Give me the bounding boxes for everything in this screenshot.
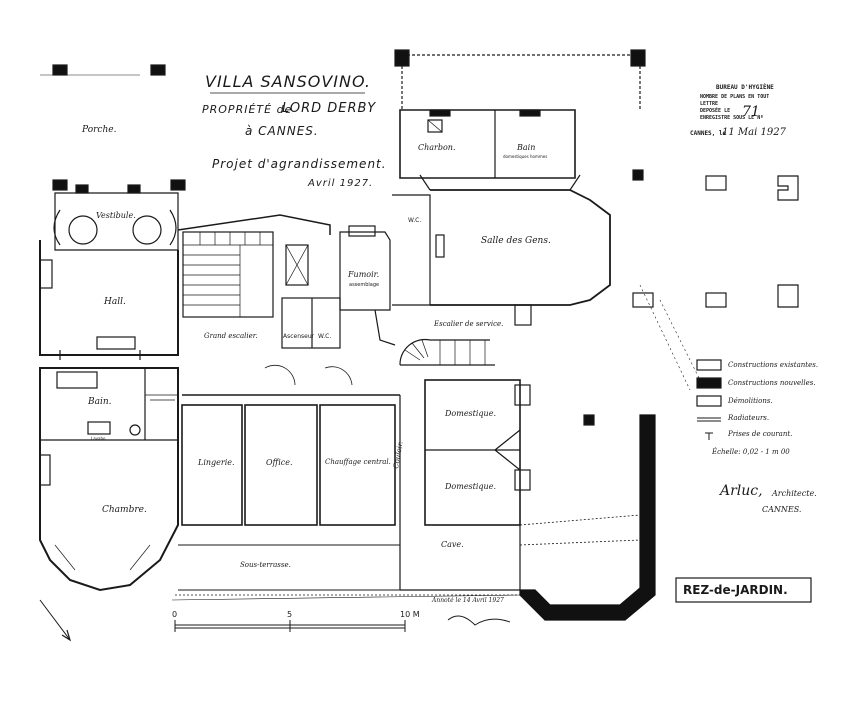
architect-city: CANNES. <box>762 505 802 514</box>
room-fumoir-note: assemblage <box>349 282 380 288</box>
room-office: Office. <box>266 458 293 467</box>
legend-scale: Échelle: 0,02 - 1 m 00 <box>712 448 790 456</box>
stamp-date: 11 Mai 1927 <box>722 127 786 138</box>
room-lavabo: Lavabo <box>91 436 106 441</box>
legend-socket-symbol <box>705 432 713 440</box>
room-sous-terrasse: Sous-terrasse. <box>240 561 291 569</box>
porche-column <box>150 64 166 76</box>
door-swing <box>324 366 353 386</box>
ascenseur-shaft <box>285 244 309 286</box>
room-vestibule: Vestibule. <box>96 211 136 220</box>
room-bain-top-note: domestiques hommes <box>503 154 548 159</box>
room-porche: Porche. <box>82 125 117 135</box>
room-wc2: W.C. <box>408 217 422 224</box>
owner-prefix: PROPRIÉTÉ de <box>202 103 293 116</box>
legend-existing: Constructions existantes. <box>728 361 819 369</box>
room-grand-escalier: Grand escalier. <box>204 332 258 340</box>
new-construction-wall <box>519 414 656 621</box>
door-swing <box>264 364 296 386</box>
project-date: Avril 1927. <box>308 178 374 189</box>
stamp-line4: ENREGISTRE SOUS LE Nº <box>700 115 764 121</box>
villa-title: VILLA SANSOVINO. <box>205 72 372 91</box>
place-label: à CANNES. <box>245 124 319 138</box>
legend-existing-swatch <box>696 359 722 371</box>
annotation-bottom: Annoté le 14 Avril 1927 <box>432 597 504 604</box>
room-charbon: Charbon. <box>418 143 456 152</box>
salle-pillar <box>514 304 532 326</box>
terrace-pier <box>394 49 410 67</box>
hall-walls <box>39 240 179 356</box>
wc-ascenseur-block <box>281 297 341 349</box>
hall-window <box>39 259 53 289</box>
domestique-block <box>424 379 521 526</box>
porche-column <box>170 179 186 191</box>
stamp-office: BUREAU D'HYGIÈNE <box>716 84 774 91</box>
service-stair <box>399 338 490 366</box>
owner-name: LORD DERBY <box>282 101 377 116</box>
terrace-pier <box>630 49 646 67</box>
chambre-wing <box>39 367 179 592</box>
scale-tick-10: 10 M <box>400 610 420 619</box>
scale-bar <box>174 620 406 632</box>
grand-staircase <box>182 231 274 318</box>
vestibule-walls <box>54 192 179 251</box>
signature <box>447 615 511 626</box>
room-chauffage: Chauffage central. <box>325 458 391 466</box>
scale-tick-5: 5 <box>287 610 293 619</box>
chauffage-walls <box>319 404 396 526</box>
architect-name: Arluc, <box>720 483 763 499</box>
vestibule-pillar <box>127 184 141 194</box>
room-domestique-1: Domestique. <box>445 409 496 418</box>
room-cave: Cave. <box>441 540 464 549</box>
level-label: REZ-de-JARDIN. <box>683 583 788 597</box>
porche-column <box>52 64 68 76</box>
north-arrow <box>39 599 71 641</box>
office-walls <box>244 404 318 526</box>
salle-radiator <box>435 234 445 258</box>
room-salle-des-gens: Salle des Gens. <box>481 236 551 246</box>
room-domestique-2: Domestique. <box>445 482 496 491</box>
stamp-line2: LETTRE <box>700 101 719 107</box>
lingerie-walls <box>181 404 243 526</box>
vestibule-pillar <box>75 184 89 194</box>
stamp-city: CANNES, le <box>690 130 727 137</box>
architect-role: Architecte. <box>772 489 817 498</box>
service-block <box>399 109 576 179</box>
room-chambre: Chambre. <box>102 505 147 515</box>
room-escalier-service: Escalier de service. <box>434 320 504 328</box>
stamp-line3: DEPOSÉE LE <box>700 108 731 114</box>
legend-sockets: Prises de courant. <box>728 430 793 438</box>
legend-radiators: Radiateurs. <box>728 414 770 422</box>
bath-tub <box>56 371 98 389</box>
legend-new: Constructions nouvelles. <box>728 379 816 387</box>
legend-new-swatch <box>696 377 722 389</box>
room-ascenseur: Ascenseur <box>283 333 315 340</box>
level-label-frame <box>675 577 812 603</box>
project-label: Projet d'agrandissement. <box>212 157 387 171</box>
room-bain-top: Bain <box>517 143 536 152</box>
room-lingerie: Lingerie. <box>198 458 235 467</box>
room-fumoir: Fumoir. <box>348 270 380 279</box>
lavabo <box>87 421 111 435</box>
salle-des-gens-walls <box>430 189 611 306</box>
fumoir-walls <box>339 231 391 311</box>
wc-service <box>392 194 431 306</box>
room-hall: Hall. <box>104 297 126 307</box>
legend-demolitions: Démolitions. <box>728 397 773 405</box>
stamp-number: 71 <box>742 104 760 120</box>
legend-demolitions-swatch <box>696 395 722 407</box>
legend-radiator-symbol <box>697 417 721 422</box>
stamp-line1: NOMBRE DE PLANS EN TOUT <box>700 94 770 100</box>
room-wc1: W.C. <box>318 333 332 340</box>
room-bain: Bain. <box>88 397 112 407</box>
hall-fireplace <box>96 336 136 350</box>
scale-tick-0: 0 <box>172 610 178 619</box>
porche-column <box>52 179 68 191</box>
